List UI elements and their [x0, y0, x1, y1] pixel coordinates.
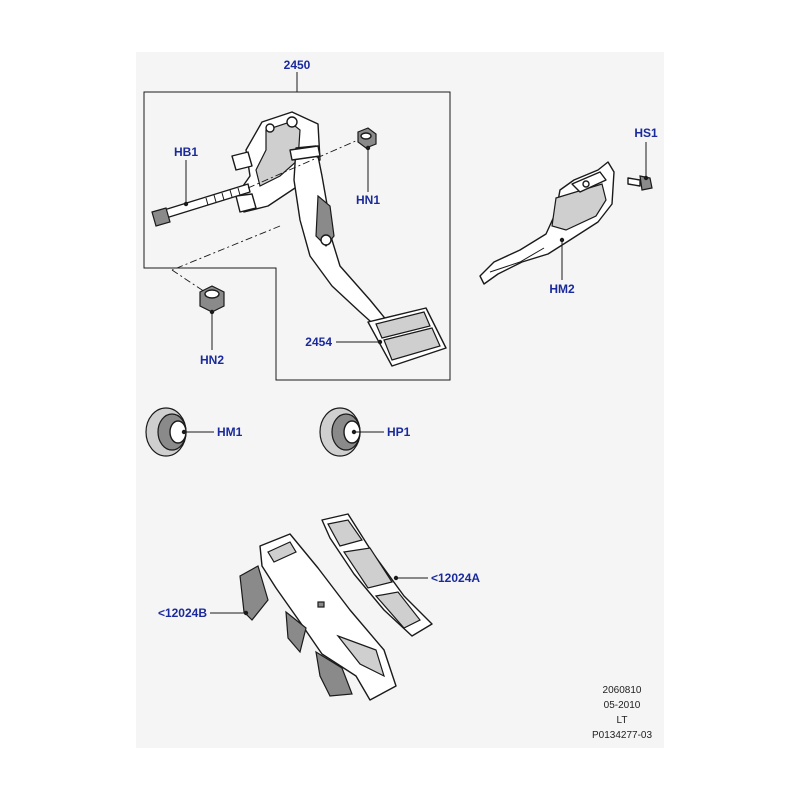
bolt-hb1 — [151, 183, 251, 227]
reference-line-4: P0134277-03 — [592, 730, 652, 741]
nut-hn1 — [357, 127, 377, 149]
hb1-axis — [247, 139, 359, 189]
pedal-arm — [289, 145, 447, 367]
pad-12024a — [321, 513, 433, 637]
nut-hn2 — [199, 285, 225, 313]
reference-line-1: 2060810 — [603, 685, 642, 696]
reference-line-3: LT — [617, 715, 628, 726]
pad-12024b — [239, 533, 397, 701]
hn2-axis — [171, 225, 281, 299]
reference-line-2: 05-2010 — [604, 700, 641, 711]
grommet-hm1 — [145, 407, 187, 457]
callout-hm2: HM2 — [549, 282, 575, 296]
diagram-plate — [136, 52, 664, 748]
screw-hs1 — [627, 175, 653, 191]
callout-hs1: HS1 — [634, 126, 658, 140]
callout-hp1: HP1 — [387, 425, 411, 439]
assembly-outline — [143, 91, 451, 381]
callout-hn1: HN1 — [356, 193, 380, 207]
callout-12024b: <12024B — [158, 606, 207, 620]
bracket-hm2 — [479, 161, 615, 285]
callout-2450: 2450 — [284, 58, 311, 72]
pedal-bracket — [231, 111, 321, 213]
callout-12024a: <12024A — [431, 571, 480, 585]
callout-hb1: HB1 — [174, 145, 198, 159]
callout-2454: 2454 — [305, 335, 332, 349]
callout-hm1: HM1 — [217, 425, 243, 439]
callout-hn2: HN2 — [200, 353, 224, 367]
